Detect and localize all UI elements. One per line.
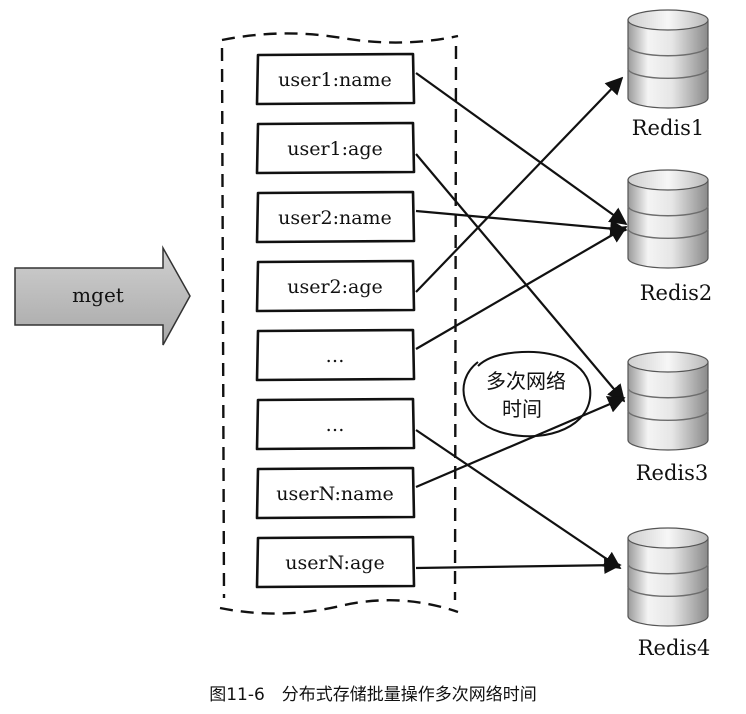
cylinder-band bbox=[627, 410, 709, 422]
key-box: user2:name bbox=[255, 190, 416, 244]
network-link bbox=[415, 153, 626, 403]
cylinder-band bbox=[627, 68, 709, 80]
network-link bbox=[415, 429, 622, 569]
cylinder-band bbox=[627, 586, 709, 598]
database-cylinder-icon bbox=[627, 179, 709, 269]
key-label: … bbox=[326, 345, 345, 367]
key-box: user1:age bbox=[255, 121, 416, 175]
redis-node-label: Redis4 bbox=[638, 636, 711, 660]
network-link bbox=[415, 76, 624, 293]
batch-operation-diagram: mget user1:name user1:age user2:name user2:… bbox=[14, 9, 713, 660]
note-line-2: 时间 bbox=[502, 397, 542, 421]
key-box-outline bbox=[255, 328, 416, 382]
key-label: user2:age bbox=[287, 276, 383, 298]
key-box: … bbox=[255, 397, 416, 451]
key-box: … bbox=[255, 328, 416, 382]
network-link bbox=[415, 396, 626, 489]
cylinder-top bbox=[627, 527, 709, 549]
database-cylinder-icon bbox=[627, 19, 709, 109]
key-box-outline bbox=[255, 397, 416, 451]
cylinder-band bbox=[627, 563, 709, 575]
key-box-outline bbox=[255, 535, 416, 589]
redis-node-2: Redis2 bbox=[627, 169, 713, 305]
key-box-outline bbox=[255, 466, 416, 520]
database-cylinder-icon bbox=[627, 537, 709, 627]
redis-node-label: Redis1 bbox=[632, 116, 705, 140]
key-box-outline bbox=[255, 121, 416, 175]
key-box: user1:name bbox=[255, 52, 416, 106]
redis-node-label: Redis3 bbox=[636, 461, 709, 485]
network-link bbox=[415, 72, 628, 226]
key-box: userN:age bbox=[255, 535, 416, 589]
cylinder-top bbox=[627, 9, 709, 31]
database-cylinder-icon bbox=[627, 361, 709, 451]
network-time-note: 多次网络 时间 bbox=[462, 350, 592, 438]
cylinder-band bbox=[627, 387, 709, 399]
redis-node-label: Redis2 bbox=[640, 281, 713, 305]
mget-arrow: mget bbox=[14, 245, 191, 346]
cylinder-band bbox=[627, 228, 709, 240]
figure-caption: 图11-6 分布式存储批量操作多次网络时间 bbox=[209, 685, 537, 705]
key-box: userN:name bbox=[255, 466, 416, 520]
key-group-container bbox=[219, 32, 459, 615]
cylinder-band bbox=[627, 45, 709, 57]
key-label: user1:age bbox=[287, 138, 383, 160]
key-label: … bbox=[326, 414, 345, 436]
network-link bbox=[415, 556, 622, 575]
redis-node-1: Redis1 bbox=[627, 9, 709, 140]
key-box-outline bbox=[255, 52, 416, 106]
network-links bbox=[415, 72, 628, 575]
network-link bbox=[415, 209, 628, 238]
cylinder-top bbox=[627, 169, 709, 191]
redis-node-4: Redis4 bbox=[627, 527, 711, 660]
cylinder-top bbox=[627, 351, 709, 373]
key-label: userN:name bbox=[276, 483, 394, 505]
key-box-outline bbox=[255, 190, 416, 244]
key-box: user2:age bbox=[255, 259, 416, 313]
mget-label: mget bbox=[72, 283, 124, 307]
key-label: userN:age bbox=[285, 552, 384, 574]
note-line-1: 多次网络 bbox=[486, 369, 566, 393]
key-label: user1:name bbox=[278, 69, 392, 91]
key-label: user2:name bbox=[278, 207, 392, 229]
key-list: user1:name user1:age user2:name user2:age … …… bbox=[255, 52, 416, 589]
key-box-outline bbox=[255, 259, 416, 313]
network-link bbox=[415, 226, 628, 350]
cylinder-band bbox=[627, 205, 709, 217]
redis-node-3: Redis3 bbox=[627, 351, 709, 485]
